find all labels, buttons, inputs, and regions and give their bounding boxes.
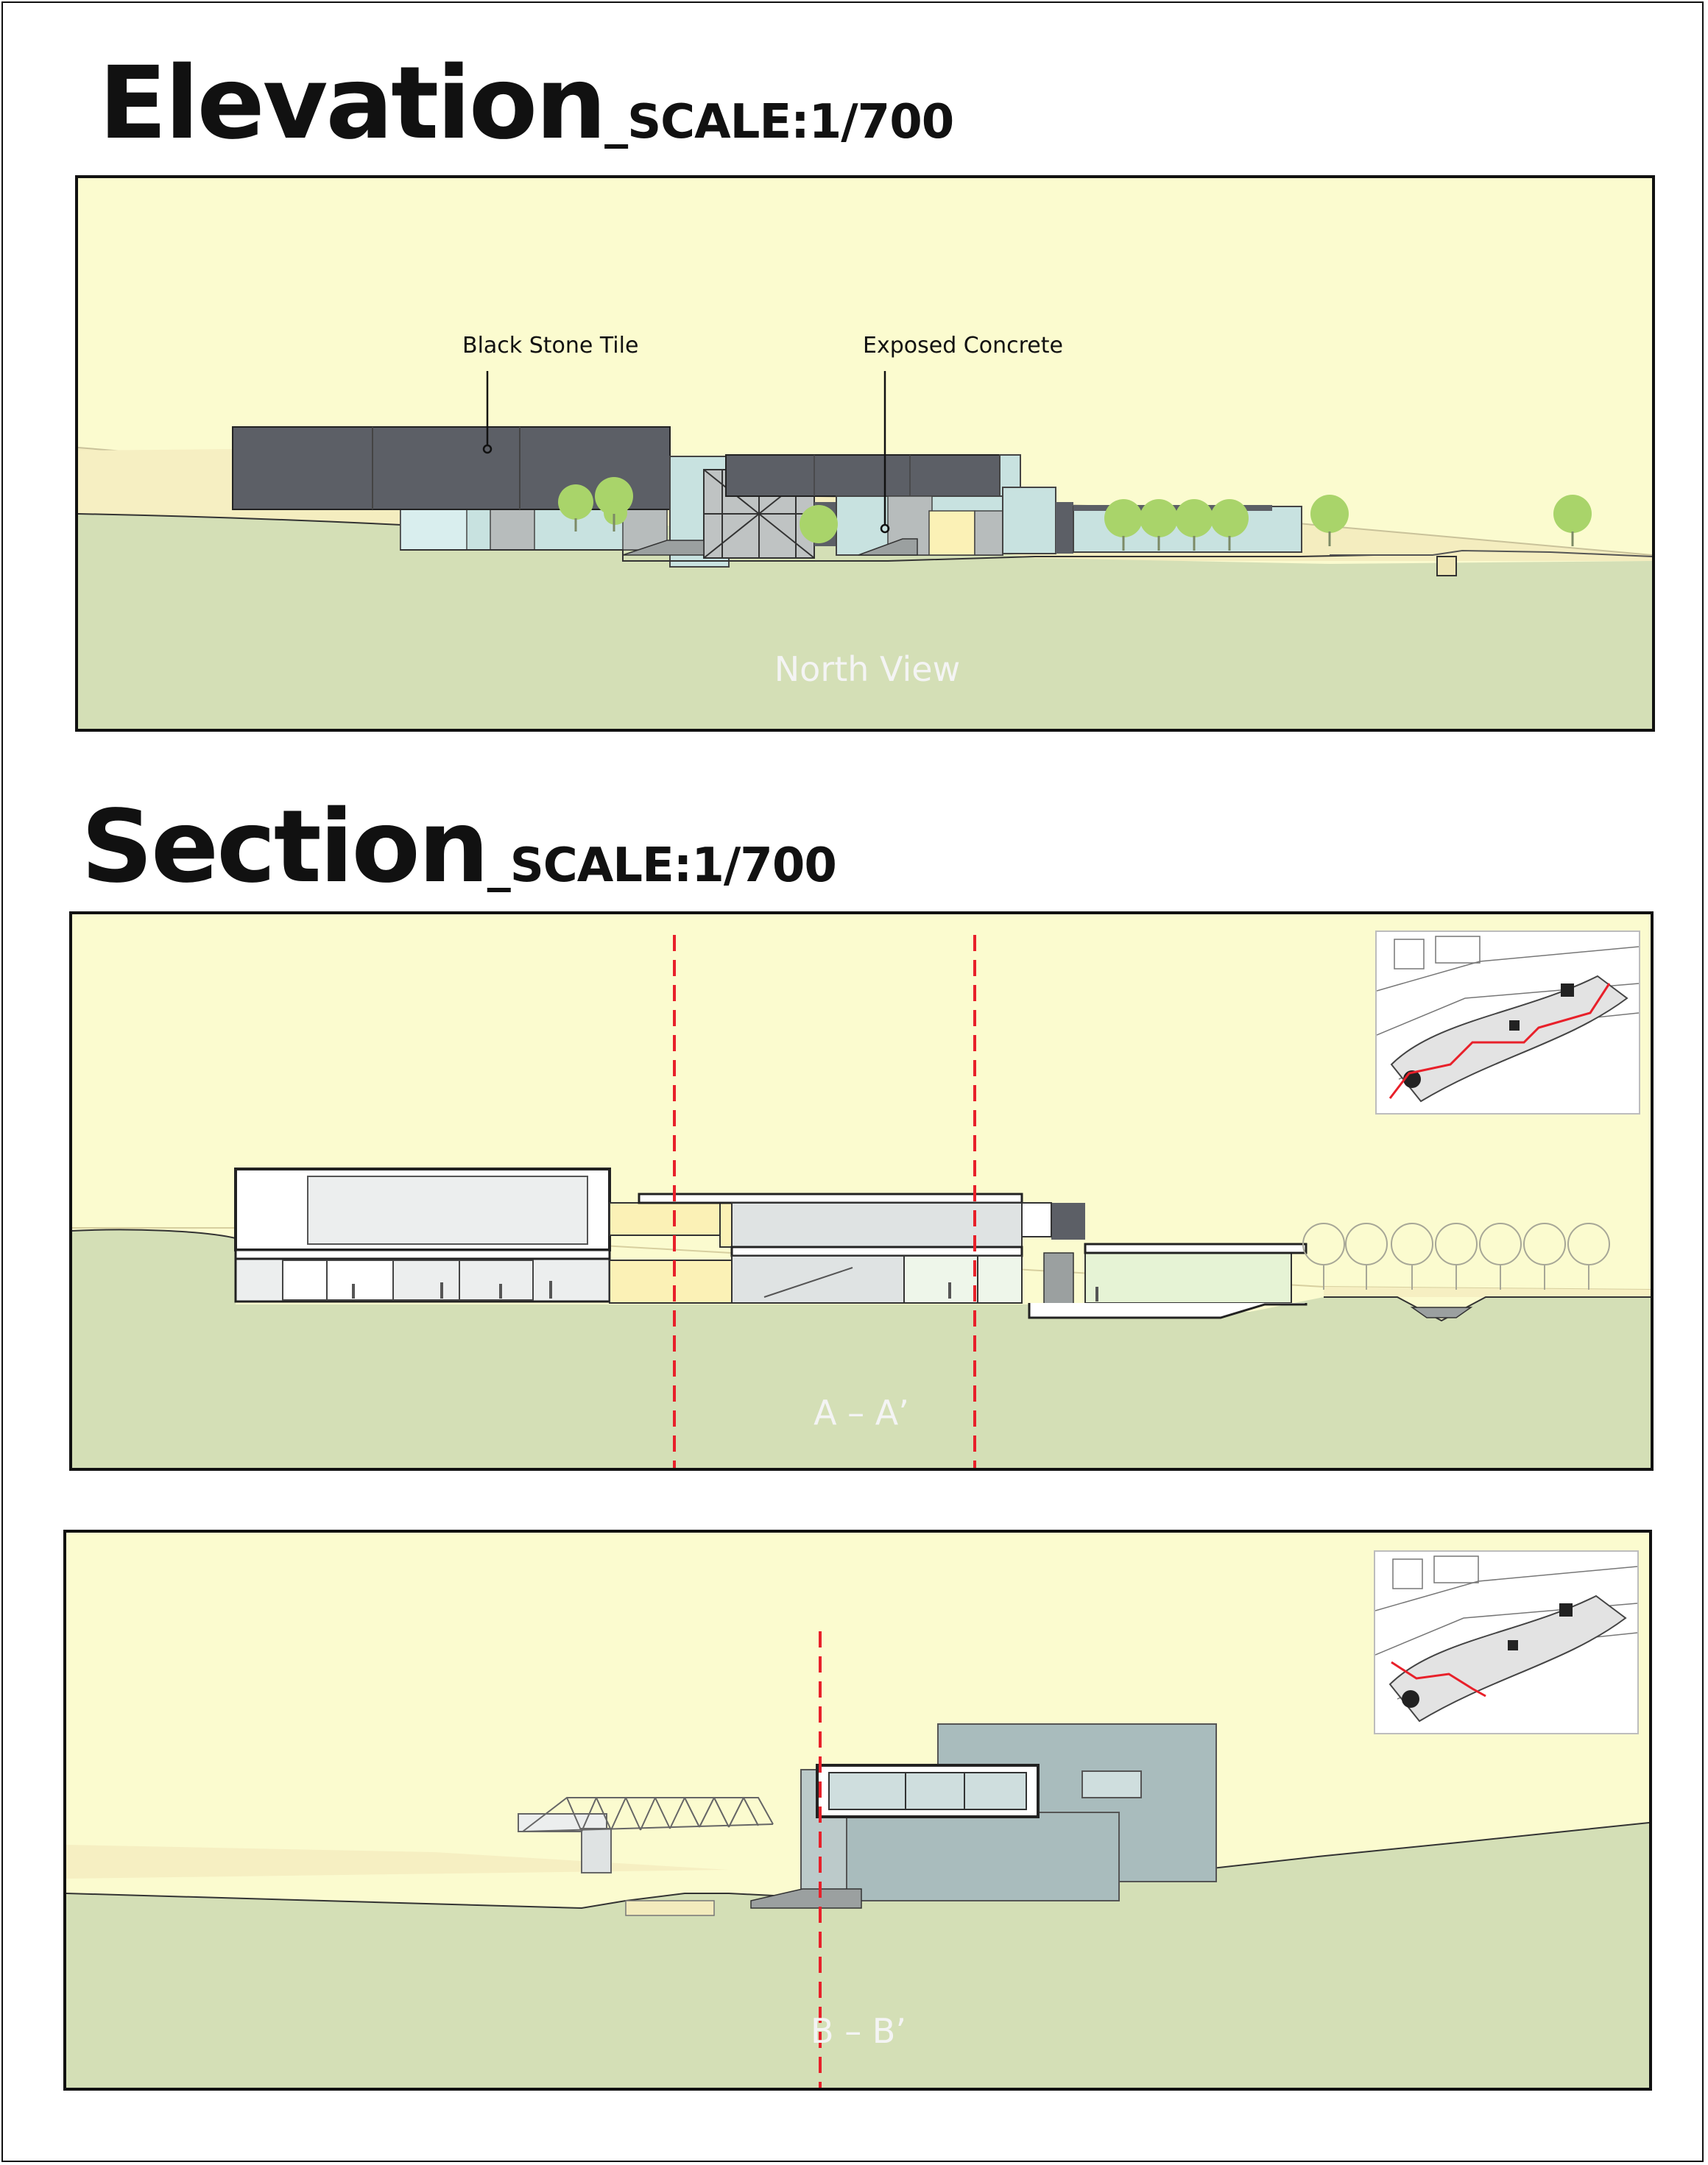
section-b-panel: B – B’ — [63, 1530, 1652, 2091]
section-scale: _SCALE:1/700 — [487, 838, 837, 893]
section-a-key-map — [1375, 930, 1640, 1115]
elevation-panel: Black Stone Tile Exposed Concrete North … — [75, 175, 1655, 732]
annotation-exposed-concrete: Exposed Concrete — [863, 333, 1063, 359]
elevation-drawing — [78, 178, 1652, 729]
elevation-title: Elevation — [99, 46, 607, 162]
section-heading: Section_SCALE:1/700 — [81, 789, 837, 905]
key-map-b-drawing — [1375, 1555, 1637, 1723]
elevation-view-label: North View — [774, 649, 961, 689]
section-a-panel: A – A’ — [69, 911, 1654, 1471]
key-map-a-drawing — [1377, 936, 1639, 1103]
annotation-black-stone-tile: Black Stone Tile — [462, 333, 639, 359]
section-b-key-map — [1374, 1550, 1639, 1734]
elevation-heading: Elevation_SCALE:1/700 — [99, 46, 954, 162]
elevation-scale: _SCALE:1/700 — [604, 95, 954, 149]
section-b-view-label: B – B’ — [811, 2011, 906, 2051]
section-b-drawing — [66, 1533, 1649, 2088]
section-a-view-label: A – A’ — [814, 1393, 909, 1433]
section-title: Section — [81, 789, 490, 905]
